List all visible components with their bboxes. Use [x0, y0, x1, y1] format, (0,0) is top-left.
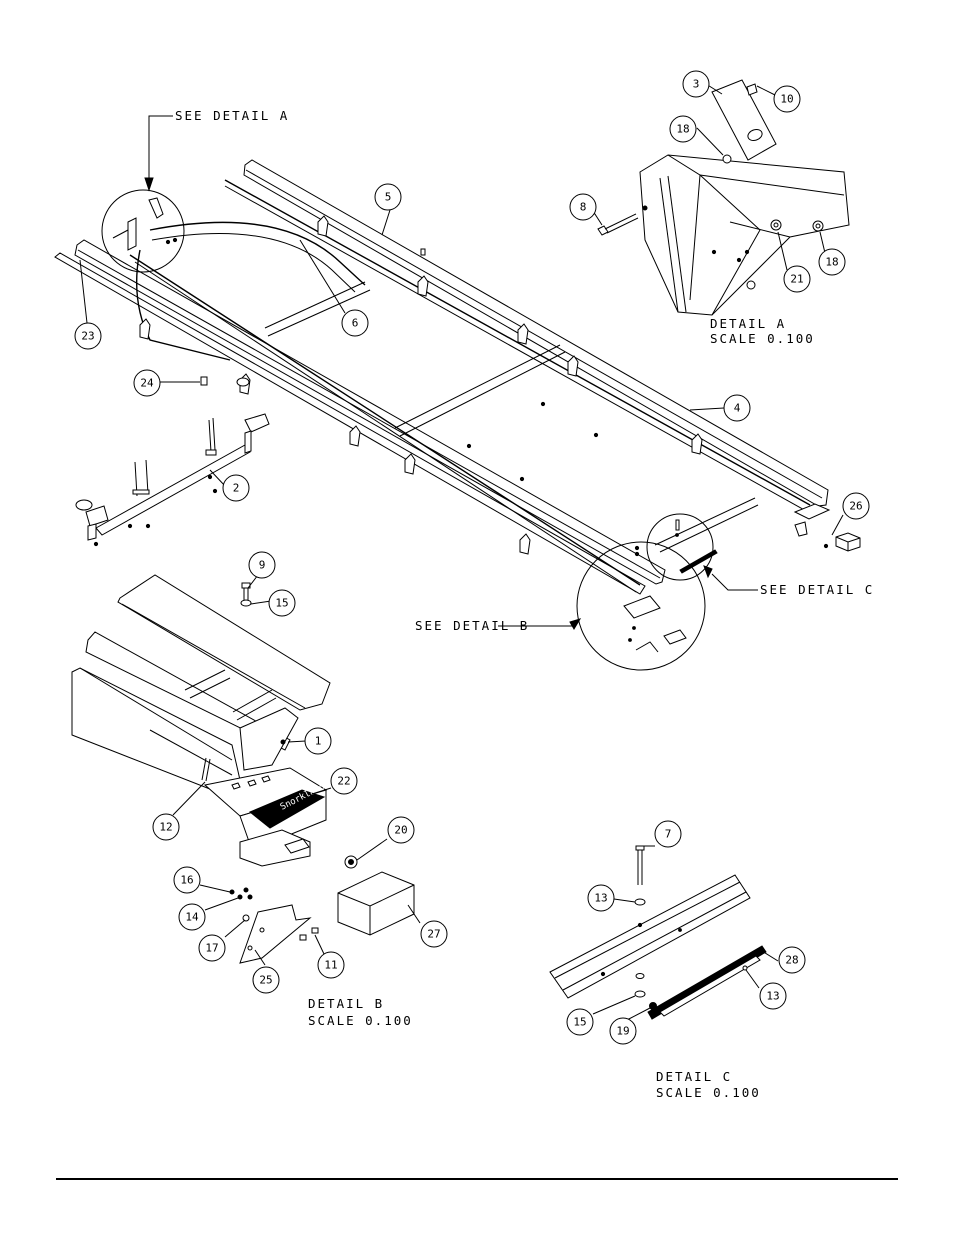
svg-text:8: 8	[580, 201, 587, 214]
callout-18-top: 18	[669, 115, 697, 143]
see-detail-a-note: SEE DETAIL A	[175, 108, 289, 123]
callout-17: 17	[198, 934, 226, 962]
svg-text:25: 25	[259, 974, 272, 987]
callout-5: 5	[374, 183, 402, 211]
callout-23: 23	[74, 322, 102, 350]
see-detail-c-note: SEE DETAIL C	[760, 582, 874, 597]
svg-text:20: 20	[394, 824, 407, 837]
callout-8: 8	[569, 193, 597, 221]
bunk-brackets	[139, 215, 703, 555]
svg-text:12: 12	[159, 821, 172, 834]
callout-4: 4	[723, 394, 751, 422]
svg-text:13: 13	[594, 892, 607, 905]
callout-13-top: 13	[587, 884, 615, 912]
callout-19: 19	[609, 1017, 637, 1045]
svg-text:16: 16	[180, 874, 193, 887]
svg-text:5: 5	[385, 191, 392, 204]
svg-text:11: 11	[324, 959, 337, 972]
svg-text:9: 9	[259, 559, 266, 572]
svg-text:22: 22	[337, 775, 350, 788]
detail-a-scale: SCALE 0.100	[710, 331, 815, 346]
callout-1: 1	[304, 727, 332, 755]
svg-text:3: 3	[693, 78, 700, 91]
svg-text:17: 17	[205, 942, 218, 955]
detail-a-title: DETAIL A	[710, 316, 786, 331]
notes: SEE DETAIL A SEE DETAIL B SEE DETAIL C D…	[175, 108, 874, 1100]
svg-text:7: 7	[665, 828, 672, 841]
detail-b-circle	[576, 541, 706, 671]
pin-24	[200, 376, 208, 386]
callout-11: 11	[317, 951, 345, 979]
callout-24: 24	[133, 369, 161, 397]
detail-b-title: DETAIL B	[308, 996, 384, 1011]
callout-balloons: 1 2 3 4 5 6 7 8 9 10 11 12 13 13 14 15 1…	[74, 70, 870, 1045]
svg-text:19: 19	[616, 1025, 629, 1038]
see-detail-b-note: SEE DETAIL B	[415, 618, 529, 633]
detail-b-view: Snorkland	[71, 574, 415, 964]
detail-c-scale: SCALE 0.100	[656, 1085, 761, 1100]
detail-c-circle	[646, 513, 718, 581]
svg-text:23: 23	[81, 330, 94, 343]
callout-9: 9	[248, 551, 276, 579]
callout-14: 14	[178, 903, 206, 931]
callout-12: 12	[152, 813, 180, 841]
svg-text:1: 1	[315, 735, 322, 748]
detail-c-title: DETAIL C	[656, 1069, 732, 1084]
svg-text:15: 15	[275, 597, 288, 610]
callout-6: 6	[341, 309, 369, 337]
callout-21: 21	[783, 265, 811, 293]
svg-text:18: 18	[676, 123, 689, 136]
callout-27: 27	[420, 920, 448, 948]
callout-2: 2	[222, 474, 250, 502]
callout-3: 3	[682, 70, 710, 98]
svg-text:27: 27	[427, 928, 440, 941]
detail-a-view	[597, 79, 850, 316]
detail-a-circle	[101, 189, 185, 273]
callout-18-right: 18	[818, 248, 846, 276]
callout-10: 10	[773, 85, 801, 113]
hardware-dots	[93, 248, 829, 549]
callout-20: 20	[387, 816, 415, 844]
svg-text:4: 4	[734, 402, 741, 415]
leader-lines	[79, 83, 844, 1022]
svg-text:13: 13	[766, 990, 779, 1003]
svg-text:28: 28	[785, 954, 798, 967]
callout-28: 28	[778, 946, 806, 974]
svg-text:10: 10	[780, 93, 793, 106]
svg-text:18: 18	[825, 256, 838, 269]
callout-16: 16	[173, 866, 201, 894]
detail-c-view	[549, 845, 767, 1020]
detail-b-scale: SCALE 0.100	[308, 1013, 413, 1028]
svg-text:26: 26	[849, 500, 862, 513]
callout-13-bottom: 13	[759, 982, 787, 1010]
callout-7: 7	[654, 820, 682, 848]
axle-assembly	[75, 377, 270, 541]
svg-text:15: 15	[573, 1016, 586, 1029]
svg-text:2: 2	[233, 482, 240, 495]
callout-15-detail-b: 15	[268, 589, 296, 617]
main-frame-assembly	[54, 159, 861, 595]
callout-25: 25	[252, 966, 280, 994]
svg-text:14: 14	[185, 911, 199, 924]
callout-15-detail-c: 15	[566, 1008, 594, 1036]
svg-text:6: 6	[352, 317, 359, 330]
callout-22: 22	[330, 767, 358, 795]
callout-26: 26	[842, 492, 870, 520]
svg-text:24: 24	[140, 377, 154, 390]
svg-text:21: 21	[790, 273, 803, 286]
